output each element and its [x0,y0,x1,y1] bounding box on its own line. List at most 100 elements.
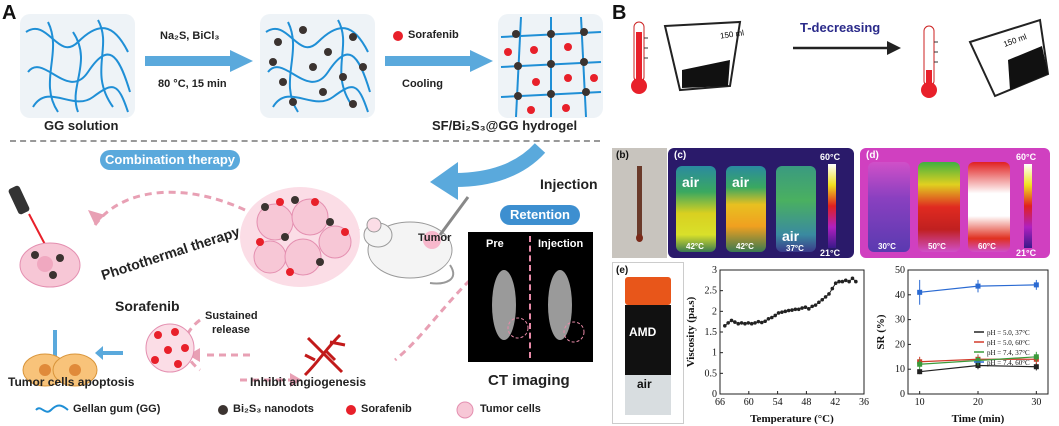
viscosity-point [793,307,798,312]
y-tick-label: 2 [712,306,717,317]
thermal-c-colorbar [828,164,836,248]
syringe-photo: (b) [612,148,667,258]
sr-point [975,362,981,368]
vial-photo: (e) AMD air [612,262,684,424]
x-tick-label: 54 [773,397,783,408]
ct-pre-label: Pre [486,238,504,250]
tumor-cell-legend-icon [456,401,474,419]
viscosity-point [790,308,794,312]
gg-solution-image [20,14,135,118]
x-tick-label: 42 [830,397,840,408]
ct-imaging-label: CT imaging [488,372,570,389]
thermal-d-max: 60°C [1016,152,1037,162]
viscosity-point [810,304,814,309]
label-c: (c) [674,150,687,161]
viscosity-point [823,295,828,299]
x-tick-label: 36 [859,397,869,408]
thermal-image-d: (d) 30°C 50°C 60°C 60°C 21°C [860,148,1050,258]
thermal-c-air-3: air [782,228,800,244]
viscosity-line [724,277,857,327]
vial-amd-label: AMD [629,325,657,339]
angiogenesis-icon [303,333,346,377]
x-axis-label: Time (min) [952,413,1005,424]
sustained-label: Sustained [205,310,258,322]
thermal-c-air-1: air [682,174,700,190]
viscosity-point [840,279,845,284]
sr-point [975,283,981,289]
sr-legend-label: pH = 5.0, 37°C [987,329,1030,337]
y-tick-label: 0.5 [705,368,718,379]
y-tick-label: 0 [900,389,905,400]
vial-air-label: air [637,377,652,391]
release-label: release [212,324,250,336]
y-tick-label: 20 [895,339,905,350]
viscosity-point [723,324,727,328]
label-e: (e) [616,265,629,276]
viscosity-point [843,278,848,283]
legend-sorafenib: Sorafenib [361,403,412,415]
viscosity-point [817,300,821,305]
viscosity-point [739,321,744,325]
sorafenib-legend-icon [346,405,356,415]
step1-conditions: 80 °C, 15 min [158,78,227,90]
gg-legend-icon [35,404,69,413]
x-tick-label: 20 [973,397,983,408]
y-tick-label: 30 [895,315,905,326]
gg-solution-label: GG solution [44,118,119,133]
cold-beaker-image [921,18,1050,98]
y-tick-label: 50 [895,265,905,276]
sr-point [917,369,923,375]
panel-b-letter: B [612,2,627,24]
t-decreasing-label: T-decreasing [800,20,881,35]
t-decreasing-arrow-icon [793,41,901,55]
hot-beaker-image [631,20,742,94]
x-tick-label: 10 [915,397,925,408]
viscosity-point [749,321,754,326]
sorafenib-dot-icon [393,31,403,41]
y-axis-label: Viscosity (pa.s) [685,296,697,367]
thermal-c-temp-3: 37°C [786,244,804,253]
viscosity-point [763,319,767,324]
viscosity-point [820,297,825,302]
legend-nanodots: Bi₂S₃ nanodots [233,403,314,415]
x-tick-label: 60 [744,397,754,408]
sr-legend-label: pH = 7.4, 37°C [987,349,1030,357]
sr-point [917,289,923,295]
sr-point [1033,282,1039,288]
viscosity-point [780,310,784,314]
x-tick-label: 66 [715,397,725,408]
sorafenib-release-image [145,323,195,373]
nanodot-legend-icon [218,405,228,415]
viscosity-point [807,307,811,311]
y-tick-label: 1.5 [705,327,718,338]
x-tick-label: 30 [1031,397,1041,408]
retention-badge: Retention [500,205,580,225]
y-tick-label: 3 [712,265,717,276]
sr-legend-label: pH = 7.4, 60°C [987,359,1030,367]
plot-frame [719,269,865,395]
combination-therapy-badge: Combination therapy [100,150,240,170]
legend: Gellan gum (GG) Bi₂S₃ nanodots Sorafenib… [5,398,605,422]
y-tick-label: 0 [712,389,717,400]
viscosity-point [827,292,831,296]
viscosity-point [847,279,851,284]
viscosity-point [783,309,788,314]
thermal-c-max: 60°C [820,152,841,162]
viscosity-point [736,321,741,326]
step1-reagents: Na₂S, BiCl₃ [160,30,220,42]
viscosity-point [803,305,808,309]
sr-legend-label: pH = 5.0, 60°C [987,339,1030,347]
ct-image: Pre Injection [468,232,593,362]
y-tick-label: 10 [895,364,905,375]
laser-icon [8,185,81,288]
x-tick-label: 48 [801,397,811,408]
hydrogel-label: SF/Bi₂S₃@GG hydrogel [432,118,578,133]
sr-point [1033,364,1039,370]
viscosity-point [850,276,855,281]
apoptosis-cells-image [22,353,98,387]
viscosity-point [753,321,757,325]
injection-label: Injection [540,176,598,192]
thermal-c-air-2: air [732,174,750,190]
